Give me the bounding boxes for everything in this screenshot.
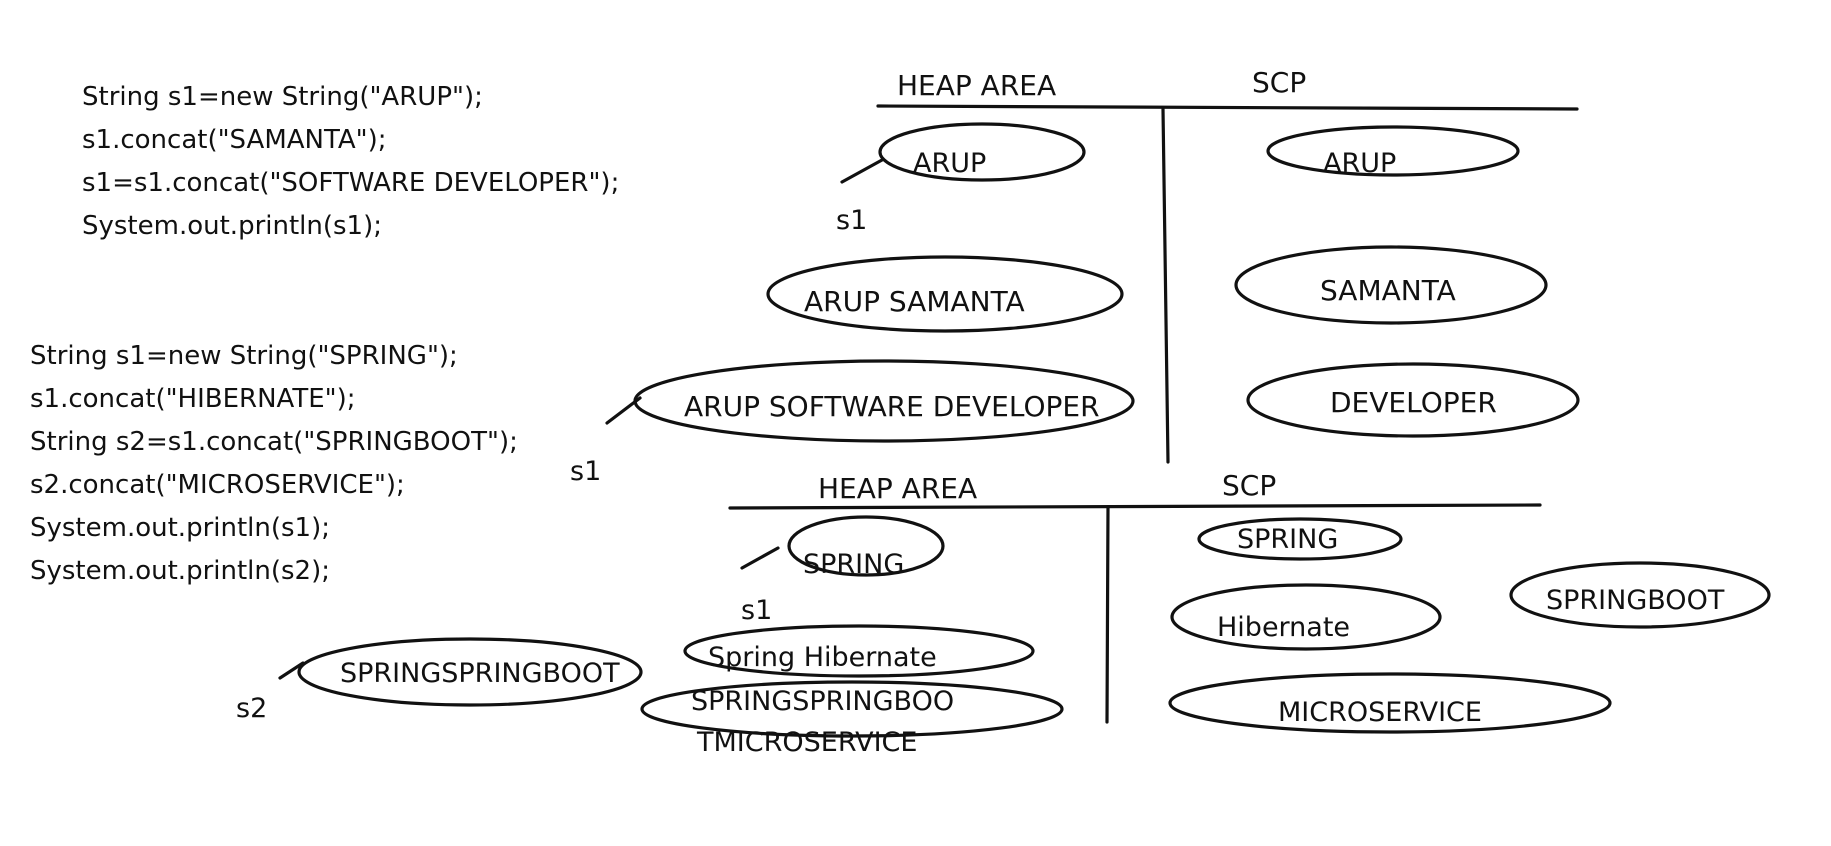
outside-object-group: SPRINGSPRINGBOOT s2: [236, 637, 643, 724]
scp-object-ellipse: [1197, 517, 1403, 561]
scp-object-ellipse: [1509, 561, 1771, 629]
code-line: s2.concat("MICROSERVICE");: [30, 470, 405, 500]
reference-pointer: [278, 661, 305, 680]
code-line: s1.concat("HIBERNATE");: [30, 384, 356, 414]
code-snippet-spring: String s1=new String("SPRING"); s1.conca…: [30, 335, 518, 593]
heap-object-label: Spring Hibernate: [708, 642, 937, 673]
code-line: String s2=s1.concat("SPRINGBOOT");: [30, 427, 518, 457]
code-line: s1=s1.concat("SOFTWARE DEVELOPER");: [82, 168, 620, 198]
code-line: String s1=new String("ARUP");: [82, 82, 483, 112]
scp-object-ellipse: [1246, 362, 1580, 438]
scp-object-label: ARUP: [1323, 148, 1396, 179]
heap-object-ellipse: [640, 680, 1064, 738]
heap-object-label: ARUP SOFTWARE DEVELOPER: [684, 390, 1100, 423]
scp-object-label: MICROSERVICE: [1278, 697, 1482, 728]
heap-object-ellipse: [297, 637, 643, 707]
memory-diagram-arup: HEAP AREA SCP ARUP ARUP SAMANTA ARUP SOF…: [570, 66, 1580, 487]
reference-pointer: [740, 546, 780, 570]
heap-object-ellipse: [878, 122, 1086, 182]
reference-label: s1: [741, 595, 772, 626]
memory-divider-vertical: [1105, 505, 1110, 724]
code-line: System.out.println(s1);: [30, 513, 330, 543]
heap-area-label: HEAP AREA: [818, 472, 977, 505]
scp-object-ellipse: [1266, 125, 1520, 177]
code-line: String s1=new String("SPRING");: [30, 341, 458, 371]
heap-object-ellipse: [683, 624, 1035, 678]
scp-object-ellipse: [1168, 672, 1612, 734]
heap-object-label: SPRINGSPRINGBOO: [691, 686, 954, 717]
reference-pointer: [840, 158, 884, 184]
scp-object-label: Hibernate: [1217, 612, 1350, 643]
memory-divider-horizontal: [876, 104, 1579, 111]
heap-object-ellipse: [766, 255, 1124, 333]
scp-label: SCP: [1252, 66, 1306, 99]
reference-label: s1: [570, 456, 601, 487]
heap-object-label: ARUP SAMANTA: [804, 285, 1025, 318]
heap-object-label: SPRING: [803, 549, 904, 580]
heap-object-label: SPRINGSPRINGBOOT: [340, 658, 620, 689]
heap-object-ellipse: [787, 515, 945, 577]
heap-object-label: TMICROSERVICE: [696, 727, 917, 758]
reference-pointer: [605, 396, 642, 425]
scp-object-label: SPRINGBOOT: [1546, 585, 1725, 616]
heap-object-label: ARUP: [913, 148, 986, 179]
reference-label: s1: [836, 205, 867, 236]
scp-label: SCP: [1222, 469, 1276, 502]
code-snippet-arup: String s1=new String("ARUP"); s1.concat(…: [82, 76, 619, 248]
scp-object-label: SAMANTA: [1320, 274, 1456, 307]
memory-divider-vertical: [1161, 107, 1170, 464]
heap-area-label: HEAP AREA: [897, 69, 1056, 102]
reference-label: s2: [236, 693, 267, 724]
code-line: s1.concat("SAMANTA");: [82, 125, 387, 155]
code-line: System.out.println(s2);: [30, 556, 330, 586]
scp-object-label: SPRING: [1237, 524, 1338, 555]
scp-object-ellipse: [1170, 583, 1442, 651]
scp-object-ellipse: [1234, 245, 1548, 325]
code-line: System.out.println(s1);: [82, 211, 382, 241]
scp-object-label: DEVELOPER: [1330, 386, 1497, 419]
memory-diagram-spring: HEAP AREA SCP SPRING Spring Hibernate SP…: [640, 469, 1771, 758]
memory-divider-horizontal: [728, 503, 1542, 510]
